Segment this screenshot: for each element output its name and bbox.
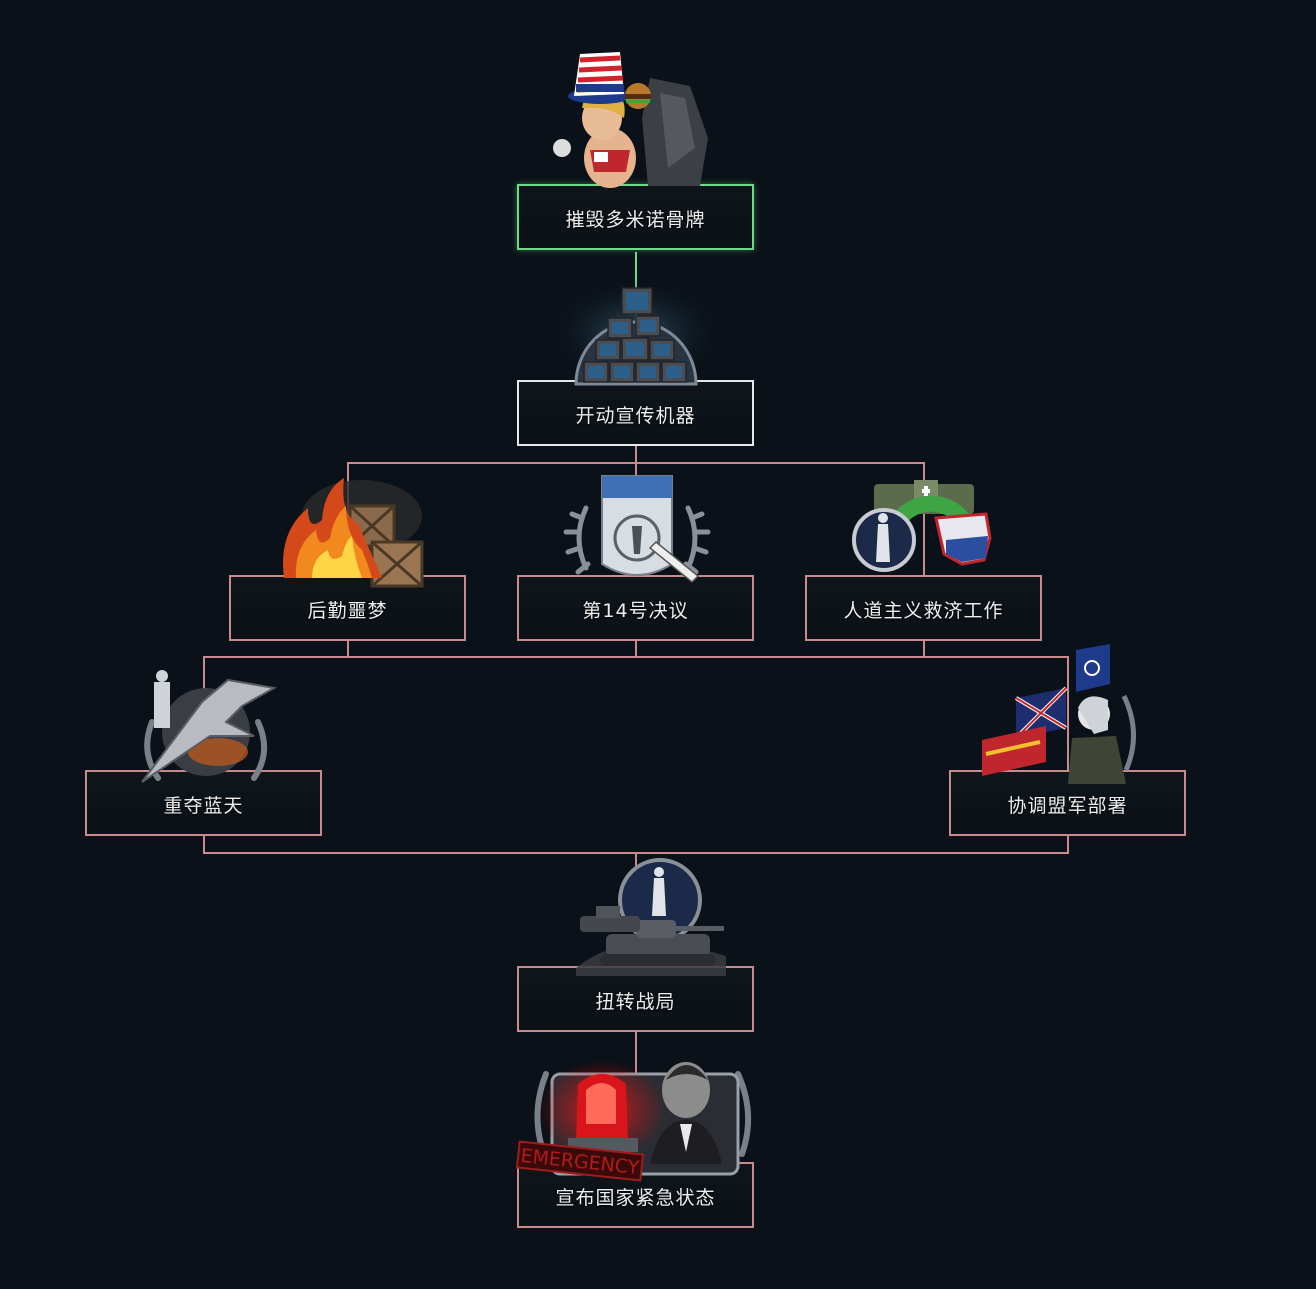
focus-label: 人道主义救济工作: [843, 599, 1004, 622]
focus-turn-the-tide[interactable]: 扭转战局: [517, 966, 754, 1032]
focus-declare-national-emergency[interactable]: 宣布国家紧急状态: [517, 1162, 754, 1228]
focus-propaganda-machine[interactable]: 开动宣传机器: [517, 380, 754, 446]
focus-destroy-dominoes[interactable]: 摧毁多米诺骨牌: [517, 184, 754, 250]
focus-retake-skies[interactable]: 重夺蓝天: [85, 770, 322, 836]
focus-label: 重夺蓝天: [163, 794, 244, 817]
focus-label: 宣布国家紧急状态: [555, 1186, 716, 1209]
focus-logistics-nightmare[interactable]: 后勤噩梦: [229, 575, 466, 641]
focus-label: 协调盟军部署: [1007, 794, 1128, 817]
focus-humanitarian-relief[interactable]: 人道主义救济工作: [805, 575, 1042, 641]
focus-resolution-14[interactable]: 第14号决议: [517, 575, 754, 641]
focus-label: 扭转战局: [595, 990, 676, 1013]
connector-line: [203, 656, 1069, 770]
connector-line: [203, 836, 1069, 854]
focus-label: 后勤噩梦: [307, 599, 388, 622]
focus-label: 摧毁多米诺骨牌: [565, 208, 706, 231]
focus-coordinate-allied-deployment[interactable]: 协调盟军部署: [949, 770, 1186, 836]
focus-label: 开动宣传机器: [575, 404, 696, 427]
focus-label: 第14号决议: [582, 599, 689, 622]
